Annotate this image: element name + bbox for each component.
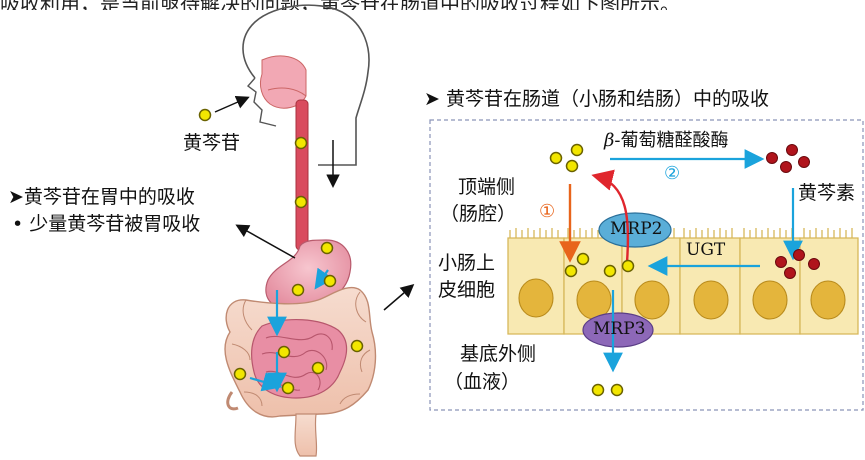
epithelial-cell (508, 228, 564, 334)
stomach-absorption-title: ➤黄芩苷在胃中的吸收 (8, 182, 195, 209)
mrp2-label: MRP2 (610, 219, 662, 239)
apical-side-sublabel: （肠腔） (440, 199, 516, 226)
cell-nucleus (635, 281, 669, 319)
step1-marker: ① (539, 201, 555, 222)
baicalein-label: 黄芩素 (798, 178, 855, 205)
cell-nucleus (811, 281, 845, 319)
basolateral-label: 基底外侧 (460, 339, 536, 366)
cell-nucleus (577, 281, 611, 319)
baicalin-dot (612, 385, 623, 396)
cell-nucleus (753, 281, 787, 319)
baicalin-dot (200, 110, 211, 121)
stomach-absorption-note: • 少量黄芩苷被胃吸收 (12, 209, 200, 236)
arrow-to-stomach-label (238, 226, 295, 258)
baicalin-dot (572, 145, 583, 156)
epithelial-cell (800, 228, 858, 334)
baicalin-dot (296, 138, 307, 149)
epithelium-label-line1: 小肠上 (438, 248, 495, 275)
baicalein-dot (781, 162, 792, 173)
baicalin-dot (296, 197, 307, 208)
baicalein-dot (799, 157, 810, 168)
baicalin-dot (352, 341, 363, 352)
enzyme-name-rest: -葡萄糖醛酸酶 (614, 130, 728, 151)
baicalein-dot (767, 153, 778, 164)
arrow-into-mouth (215, 98, 247, 112)
baicalein-dot (787, 145, 798, 156)
baicalin-dot (313, 363, 324, 374)
baicalein-dot (794, 250, 805, 261)
baicalin-label: 黄芩苷 (183, 128, 240, 155)
ugt-label: UGT (686, 240, 725, 260)
esophagus (296, 100, 308, 250)
baicalin-dot (279, 347, 290, 358)
step2-marker: ② (664, 163, 680, 184)
baicalin-dot (566, 266, 577, 277)
baicalin-dot (322, 243, 333, 254)
cell-nucleus (519, 279, 553, 317)
baicalin-dot (605, 266, 616, 277)
epithelial-cell-layer (508, 228, 858, 334)
baicalein-dot (809, 259, 820, 270)
epithelium-label-line2: 皮细胞 (438, 275, 495, 302)
beta-symbol: β (604, 130, 614, 151)
baicalin-dot (551, 153, 562, 164)
baicalin-dot (578, 254, 589, 265)
mrp3-label: MRP3 (593, 319, 645, 339)
baicalin-dot (283, 383, 294, 394)
baicalin-dot (593, 385, 604, 396)
enzyme-label: β-葡萄糖醛酸酶 (604, 126, 729, 152)
arrow-to-intestine-panel (384, 286, 412, 310)
baicalein-dot (776, 257, 787, 268)
epithelial-cell (740, 228, 800, 334)
apical-side-label: 顶端侧 (458, 172, 515, 199)
rectum (295, 414, 317, 456)
baicalin-dot (567, 161, 578, 172)
baicalin-dot (293, 285, 304, 296)
baicalin-dot (623, 261, 634, 272)
baicalin-dot (235, 369, 246, 380)
baicalein-dot (785, 268, 796, 279)
intestine-absorption-title: ➤ 黄芩苷在肠道（小肠和结肠）中的吸收 (424, 84, 769, 111)
cell-nucleus (694, 281, 728, 319)
basolateral-sublabel: （血液） (444, 367, 520, 394)
baicalin-dot (325, 276, 336, 287)
